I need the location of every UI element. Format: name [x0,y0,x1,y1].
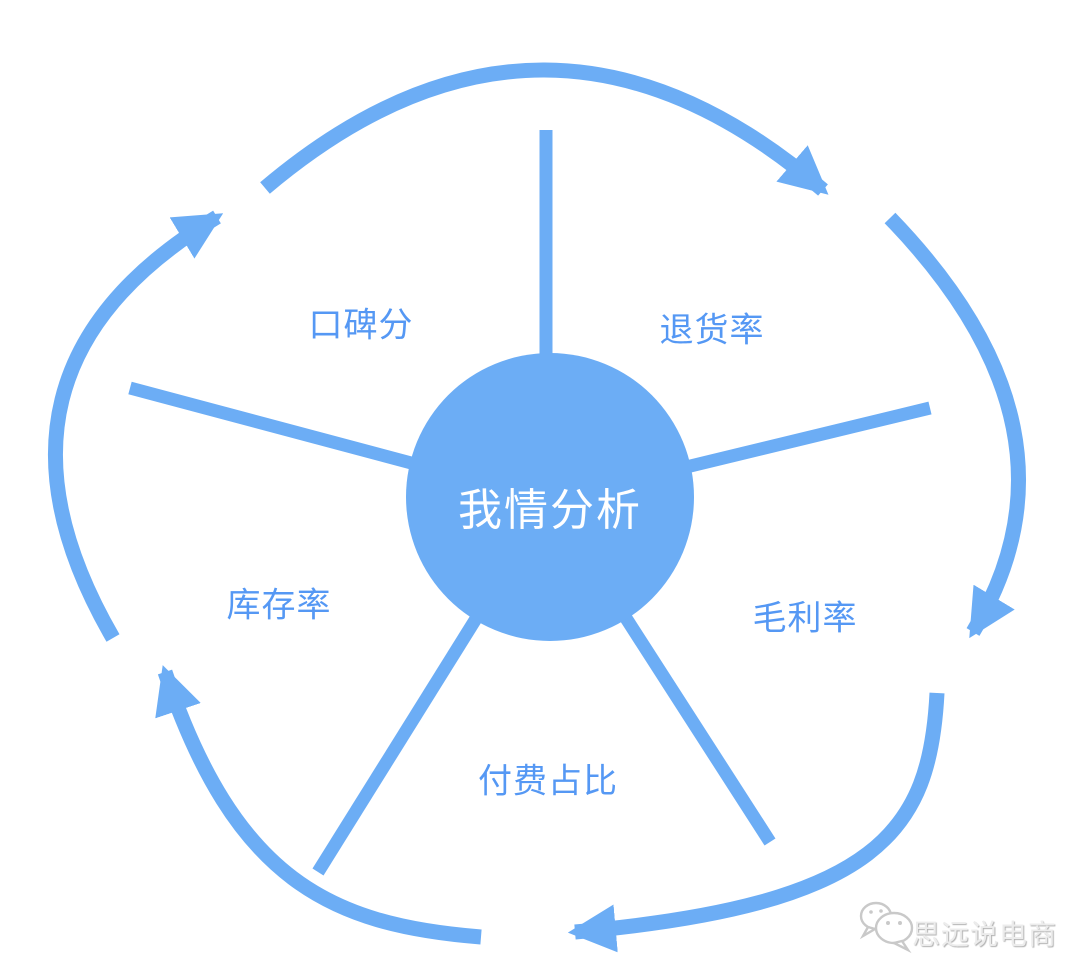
cycle-arrow-left [47,210,224,642]
wechat-icon [859,901,914,954]
node-label-word-of-mouth-score: 口碑分 [308,306,414,345]
center-hub-circle [406,353,694,641]
cycle-arrow-top [260,62,829,196]
cycle-arrow-bottom-left [155,665,482,945]
node-label-paid-traffic-share: 付费占比 [478,762,618,801]
cycle-arrow-right [884,212,1026,639]
cycle-arrows [47,62,1026,953]
center-hub-label: 我情分析 [458,486,642,535]
watermark-text: 思远说电商 [912,919,1058,950]
node-label-return-rate: 退货率 [659,311,765,350]
node-label-gross-margin-rate: 毛利率 [752,599,858,638]
node-label-inventory-rate: 库存率 [226,586,332,625]
cycle-arrow-bottom-right [567,692,945,953]
